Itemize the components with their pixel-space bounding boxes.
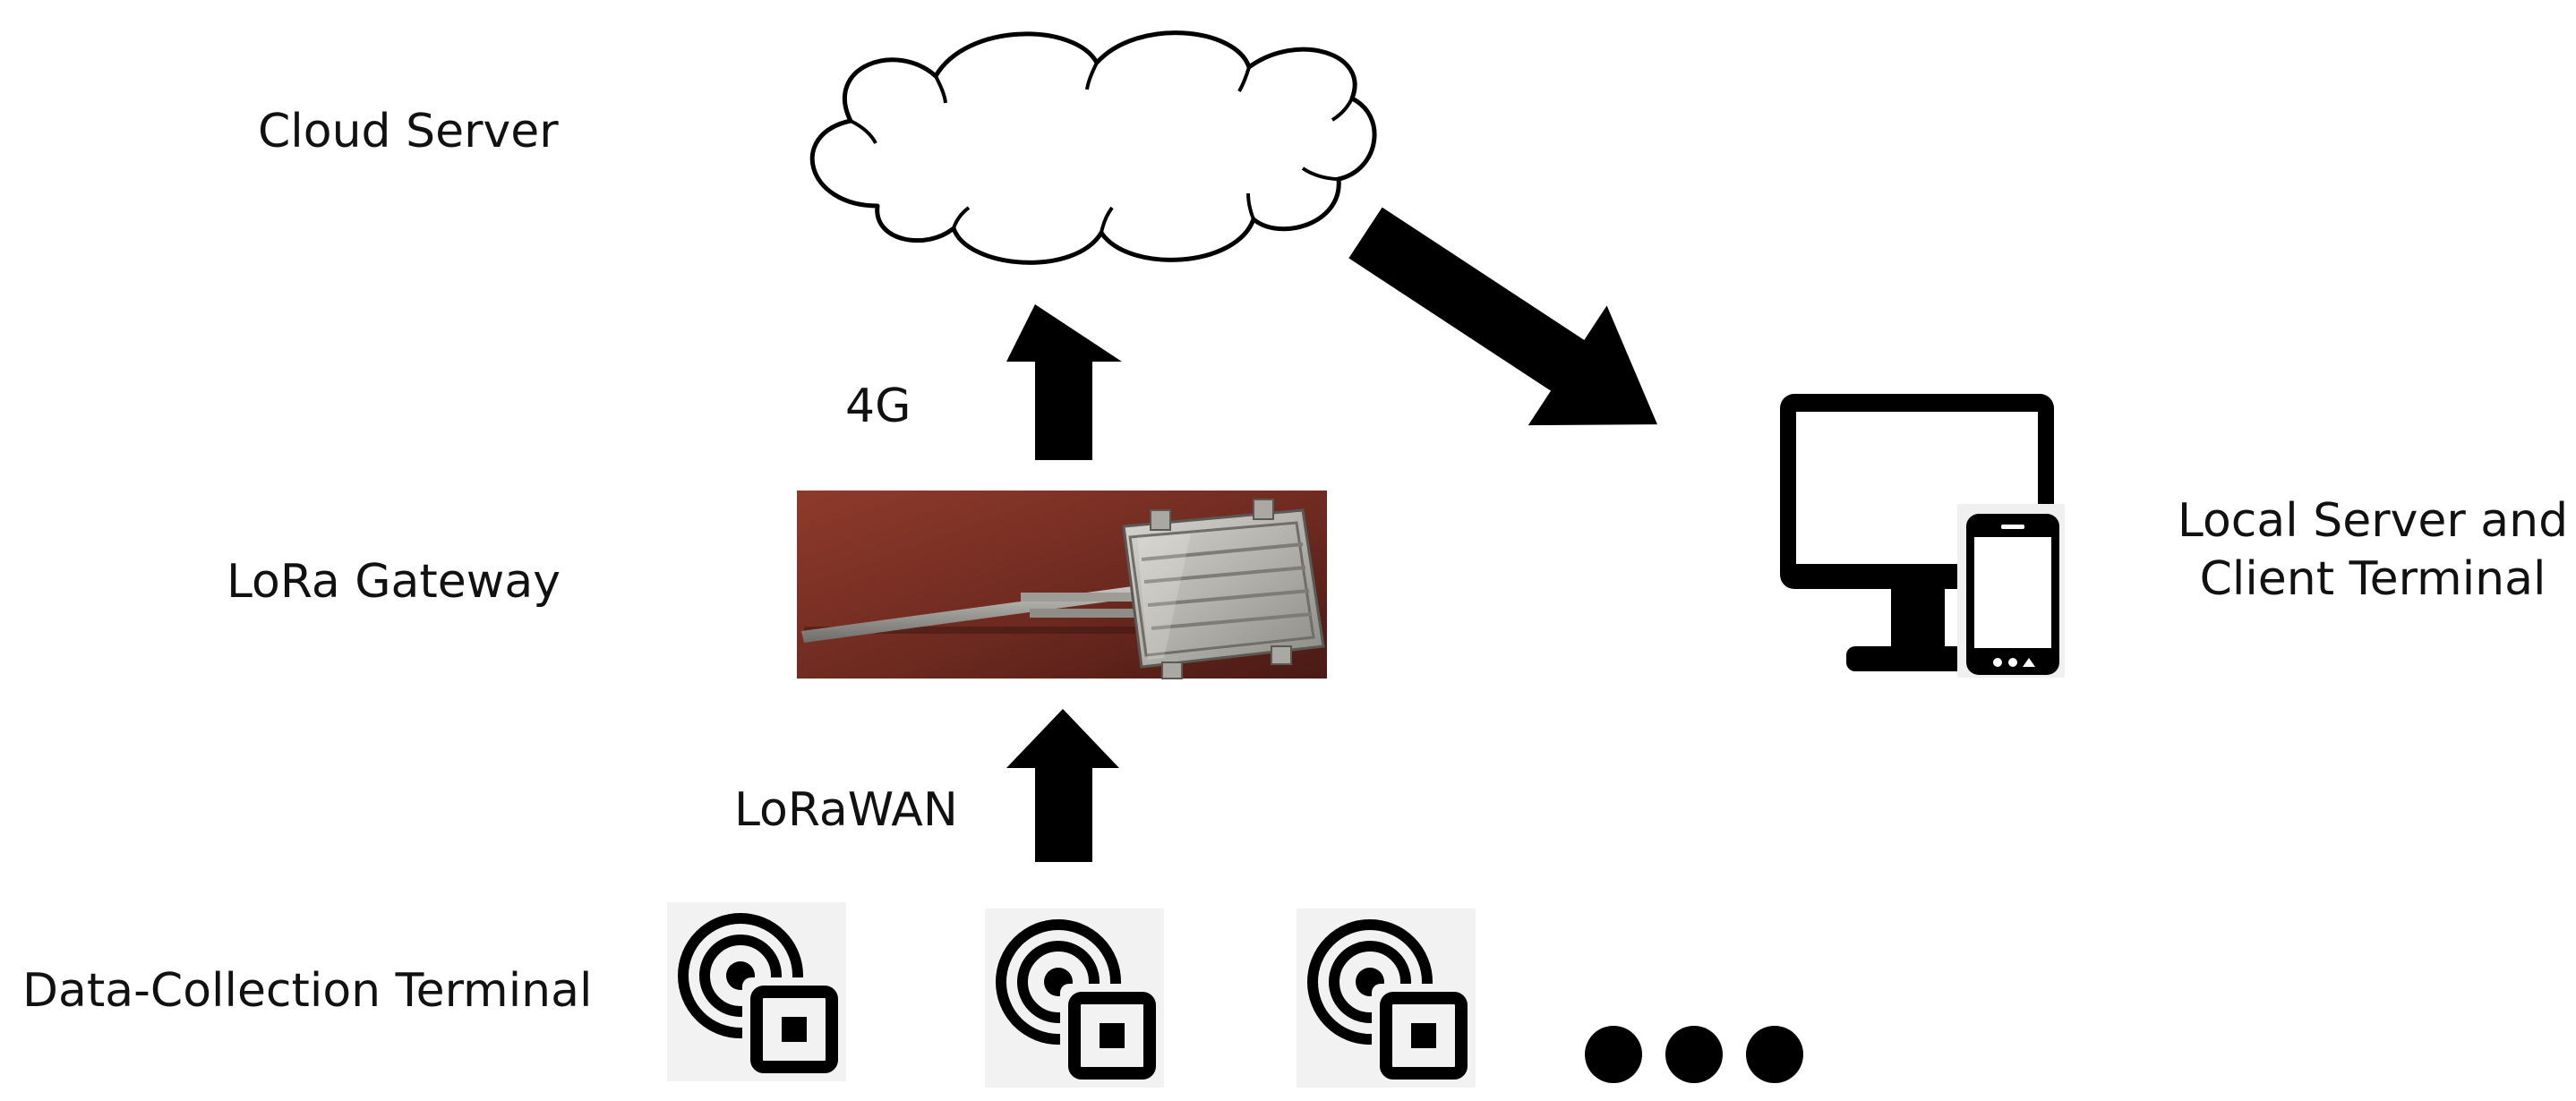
label-local-server-line1: Local Server and xyxy=(2177,494,2569,548)
sensor-node-icon-3 xyxy=(1297,909,1476,1088)
label-lorawan: LoRaWAN xyxy=(734,783,958,837)
label-local-server: Local Server and Client Terminal xyxy=(2176,492,2570,609)
label-data-collection-terminal: Data-Collection Terminal xyxy=(22,964,593,1018)
sensor-node-icon-1 xyxy=(667,902,846,1081)
arrow-gateway-to-cloud xyxy=(1006,304,1122,460)
lora-gateway-photo xyxy=(797,491,1327,679)
label-lora-gateway: LoRa Gateway xyxy=(227,555,561,609)
label-cloud-server: Cloud Server xyxy=(258,105,559,158)
sensor-node-icon-2 xyxy=(985,909,1164,1088)
arrow-cloud-to-local-server xyxy=(1348,207,1657,426)
arrow-terminal-to-gateway xyxy=(1006,709,1119,862)
label-local-server-line2: Client Terminal xyxy=(2199,552,2546,606)
cloud-icon xyxy=(809,30,1377,265)
smartphone-icon xyxy=(1957,504,2065,678)
ellipsis-icon xyxy=(1585,1026,1803,1083)
label-4g: 4G xyxy=(845,380,911,433)
